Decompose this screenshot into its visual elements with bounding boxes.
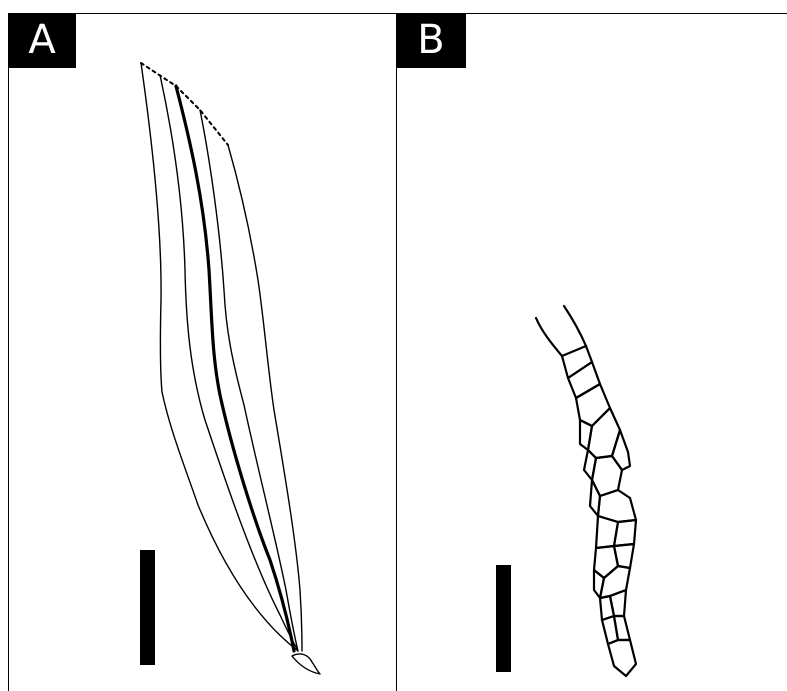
filament-cell bbox=[610, 590, 626, 616]
leaf-broken-apex-dashed bbox=[141, 63, 228, 145]
scale-bar-a bbox=[140, 550, 155, 665]
filament-cell bbox=[614, 616, 630, 640]
filament-strand-right bbox=[564, 306, 586, 346]
scale-bar-b bbox=[496, 565, 511, 672]
filament-cell bbox=[614, 520, 636, 546]
leaf-base-tip bbox=[292, 654, 320, 674]
leaf-vein-left-1 bbox=[160, 75, 298, 651]
leaf-vein-right-1 bbox=[200, 110, 298, 651]
filament-cell bbox=[612, 430, 630, 470]
leaf-left-margin bbox=[141, 63, 298, 651]
filament-cell bbox=[588, 408, 620, 458]
leaf-drawing bbox=[141, 63, 320, 674]
filament-cell bbox=[614, 544, 634, 568]
leaf-right-margin bbox=[228, 145, 302, 651]
filament-drawing bbox=[536, 306, 636, 676]
filament-cell bbox=[608, 640, 636, 676]
filament-strand-left bbox=[536, 318, 562, 356]
